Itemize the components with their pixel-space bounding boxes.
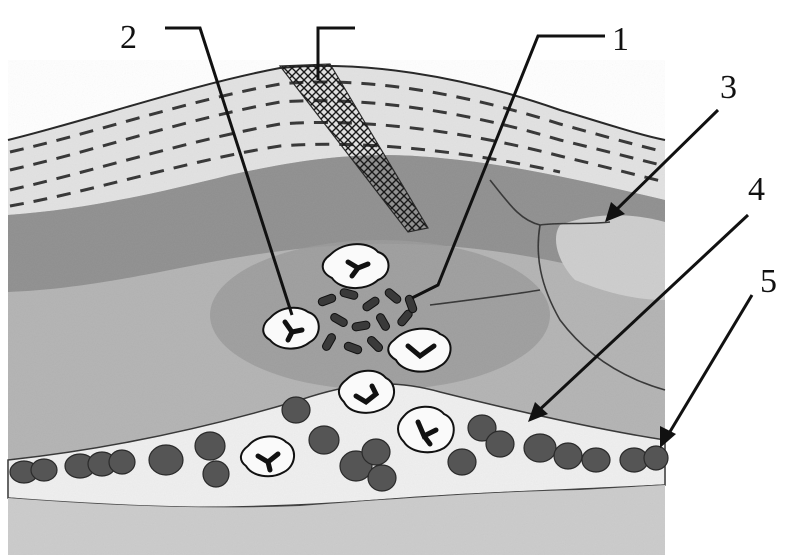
callout-3: 3: [720, 69, 737, 106]
callout-4: 4: [748, 171, 765, 208]
callout-5: 5: [760, 263, 777, 300]
grain-overlay: [8, 60, 665, 555]
callout-2: 2: [120, 19, 137, 56]
callout-1: 1: [612, 21, 629, 58]
leukocyte: [398, 407, 454, 453]
